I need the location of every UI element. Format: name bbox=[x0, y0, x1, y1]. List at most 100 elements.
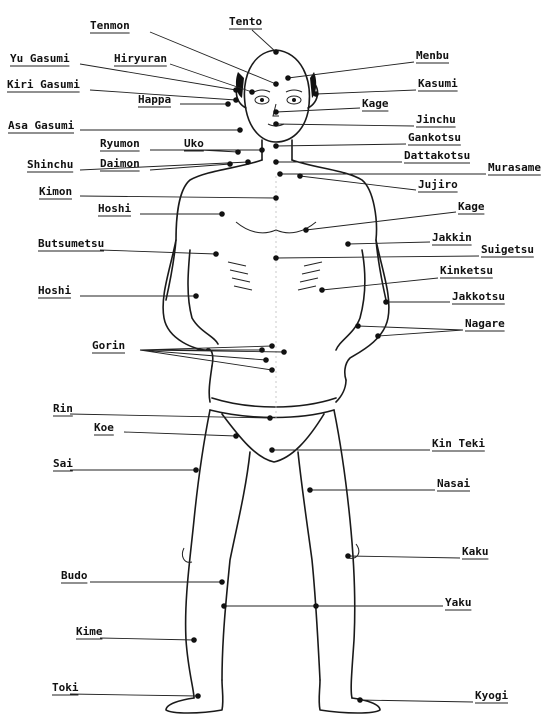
point-butsumetsu bbox=[213, 251, 219, 257]
label-sai: Sai bbox=[53, 457, 73, 470]
leader-jinchu bbox=[275, 123, 415, 127]
leader-gorin-5 bbox=[139, 349, 273, 371]
point-budo bbox=[219, 579, 225, 585]
label-shinchu: Shinchu bbox=[27, 158, 74, 171]
point-hoshi-lower bbox=[193, 293, 199, 299]
waist-outline bbox=[208, 365, 347, 403]
leader-yu-gasumi bbox=[79, 63, 237, 91]
point-daimon bbox=[227, 161, 233, 167]
label-kage-chest: Kage bbox=[458, 200, 485, 213]
label-yu-gasumi: Yu Gasumi bbox=[10, 52, 70, 65]
point-toki bbox=[195, 693, 201, 699]
point-ryumon bbox=[259, 147, 265, 153]
label-nasai: Nasai bbox=[437, 477, 471, 490]
label-hoshi-lower: Hoshi bbox=[38, 284, 72, 297]
label-tenmon: Tenmon bbox=[90, 19, 130, 32]
point-kasumi bbox=[313, 91, 319, 97]
label-uko: Uko bbox=[184, 137, 204, 150]
point-shinchu bbox=[245, 159, 251, 165]
leader-daimon bbox=[149, 163, 231, 171]
leader-nagare-1 bbox=[357, 325, 464, 331]
point-gorin-3 bbox=[281, 349, 287, 355]
torso-outline bbox=[165, 159, 387, 301]
leader-tenmon bbox=[149, 31, 277, 85]
right-knee bbox=[347, 543, 360, 559]
point-kaku bbox=[345, 553, 351, 559]
left-ribs bbox=[227, 261, 253, 291]
leader-kinketsu bbox=[321, 277, 439, 291]
point-happa bbox=[225, 101, 231, 107]
label-jinchu: Jinchu bbox=[416, 113, 456, 126]
point-jakkotsu bbox=[383, 299, 389, 305]
label-hoshi-upper: Hoshi bbox=[98, 202, 132, 215]
right-foot bbox=[318, 679, 381, 714]
point-tenmon bbox=[273, 81, 279, 87]
point-tento bbox=[273, 49, 279, 55]
label-happa: Happa bbox=[138, 93, 172, 106]
label-yaku: Yaku bbox=[445, 596, 472, 609]
label-hiryuran: Hiryuran bbox=[114, 52, 167, 65]
left-pupil bbox=[260, 98, 264, 102]
point-yaku-1 bbox=[313, 603, 319, 609]
point-yaku-2 bbox=[221, 603, 227, 609]
label-daimon: Daimon bbox=[100, 157, 140, 170]
point-hiryuran bbox=[249, 89, 255, 95]
leader-gankotsu bbox=[275, 143, 407, 147]
point-gorin-5 bbox=[269, 367, 275, 373]
point-jakkin bbox=[345, 241, 351, 247]
point-jinchu bbox=[273, 121, 279, 127]
point-koe bbox=[233, 433, 239, 439]
point-dattakotsu bbox=[273, 159, 279, 165]
label-kimon: Kimon bbox=[39, 185, 73, 198]
leader-suigetsu bbox=[275, 255, 480, 259]
label-kyogi: Kyogi bbox=[475, 689, 509, 702]
point-nasai bbox=[307, 487, 313, 493]
label-kiri-gasumi: Kiri Gasumi bbox=[7, 78, 80, 91]
leader-toki bbox=[69, 693, 199, 697]
neck bbox=[261, 139, 293, 161]
point-suigetsu bbox=[273, 255, 279, 261]
leader-jakkin bbox=[347, 241, 431, 245]
label-asa-gasumi: Asa Gasumi bbox=[8, 119, 75, 132]
right-arm bbox=[335, 239, 390, 381]
point-jujiro bbox=[297, 173, 303, 179]
label-dattakotsu: Dattakotsu bbox=[404, 149, 471, 162]
leader-lines bbox=[7, 28, 541, 704]
label-menbu: Menbu bbox=[416, 49, 450, 62]
label-gankotsu: Gankotsu bbox=[408, 131, 461, 144]
point-gankotsu bbox=[273, 143, 279, 149]
leader-koe bbox=[123, 431, 237, 437]
label-gorin: Gorin bbox=[92, 339, 126, 352]
label-kime: Kime bbox=[76, 625, 103, 638]
point-kage-face bbox=[273, 109, 279, 115]
right-leg bbox=[297, 409, 356, 699]
label-nagare: Nagare bbox=[465, 317, 505, 330]
label-kin-teki: Kin Teki bbox=[432, 437, 485, 450]
leader-gorin-2 bbox=[139, 345, 273, 351]
leader-kaku bbox=[347, 555, 461, 559]
label-kasumi: Kasumi bbox=[418, 77, 458, 90]
point-uko bbox=[235, 149, 241, 155]
point-gorin-2 bbox=[269, 343, 275, 349]
leader-hiryuran bbox=[169, 63, 253, 93]
left-eye bbox=[254, 95, 270, 105]
leader-jujiro bbox=[299, 175, 417, 191]
point-kage-chest bbox=[303, 227, 309, 233]
leader-kasumi bbox=[315, 89, 417, 95]
label-rin: Rin bbox=[53, 402, 73, 415]
left-knee bbox=[181, 547, 193, 563]
leader-nagare-2 bbox=[377, 329, 464, 337]
leader-tento bbox=[251, 29, 277, 53]
label-murasame: Murasame bbox=[488, 161, 541, 174]
point-hoshi-upper bbox=[219, 211, 225, 217]
label-kage-face: Kage bbox=[362, 97, 389, 110]
point-dots bbox=[191, 49, 389, 703]
point-kinketsu bbox=[319, 287, 325, 293]
point-menbu bbox=[285, 75, 291, 81]
label-tento: Tento bbox=[229, 15, 263, 28]
label-koe: Koe bbox=[94, 421, 114, 434]
point-gorin-1 bbox=[259, 347, 265, 353]
belt bbox=[209, 397, 337, 419]
label-jujiro: Jujiro bbox=[418, 178, 458, 191]
